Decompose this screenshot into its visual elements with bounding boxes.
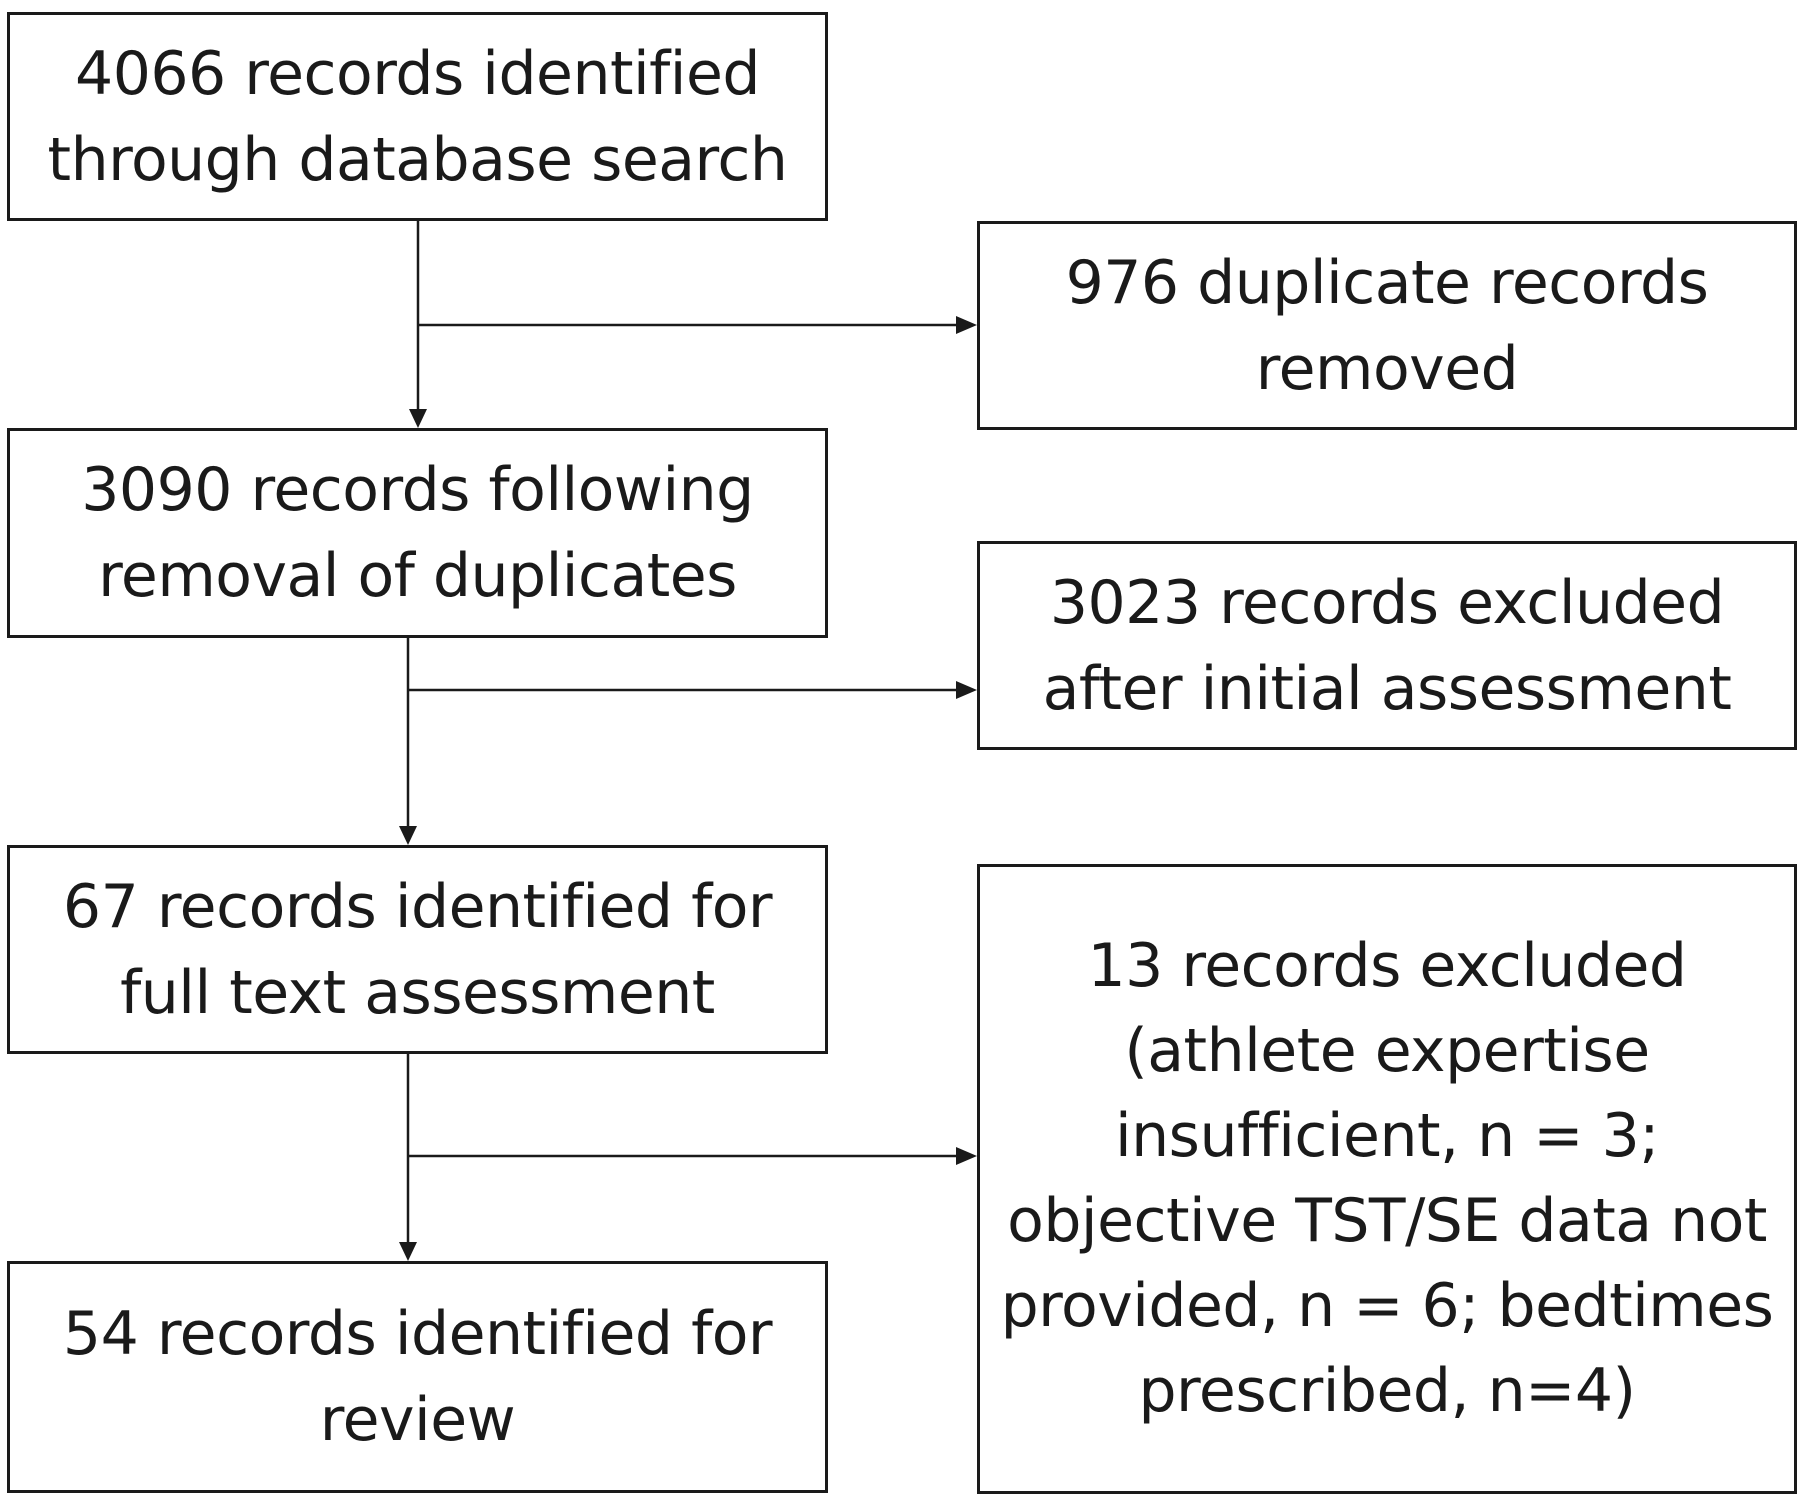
arrow-right-excluded-initial (956, 681, 977, 699)
arrow-down-following (409, 409, 427, 428)
box-text-line: full text assessment (120, 957, 715, 1028)
box-text-line: objective TST/SE data not (1007, 1186, 1767, 1256)
box-text-line: 54 records identified for (62, 1299, 773, 1369)
box-records-for-review: 54 records identified for review (7, 1261, 828, 1493)
box-text-line: insufficient, n = 3; (1114, 1101, 1660, 1171)
arrow-down-review (399, 1242, 417, 1261)
box-text-line: 13 records excluded (1087, 931, 1687, 1001)
box-text-line: through database search (47, 124, 788, 195)
box-text-line: 67 records identified for (62, 871, 773, 942)
box-records-excluded-initial: 3023 records excluded after initial asse… (977, 541, 1797, 750)
box-text-line: provided, n = 6; bedtimes (1000, 1271, 1774, 1341)
box-text-line: after initial assessment (1042, 653, 1732, 724)
box-text-line: (athlete expertise (1124, 1016, 1650, 1086)
box-text-line: 976 duplicate records (1065, 247, 1709, 318)
arrow-right-excluded-full (956, 1147, 977, 1165)
box-text-line: 4066 records identified (75, 38, 760, 109)
box-text-line: removed (1255, 333, 1519, 404)
box-text-line: 3090 records following (81, 455, 754, 525)
arrow-down-fulltext (399, 826, 417, 845)
box-records-full-text: 67 records identified for full text asse… (7, 845, 828, 1054)
box-text-line: prescribed, n=4) (1138, 1356, 1636, 1426)
arrow-right-duplicates (956, 316, 977, 334)
box-text-line: review (319, 1385, 516, 1455)
box-duplicates-removed: 976 duplicate records removed (977, 221, 1797, 430)
box-records-following-removal: 3090 records following removal of duplic… (7, 428, 828, 638)
box-text-line: 3023 records excluded (1049, 567, 1725, 638)
box-records-excluded-full-text: 13 records excluded (athlete expertise i… (977, 864, 1797, 1494)
box-text-line: removal of duplicates (98, 541, 737, 611)
box-records-identified: 4066 records identified through database… (7, 12, 828, 221)
